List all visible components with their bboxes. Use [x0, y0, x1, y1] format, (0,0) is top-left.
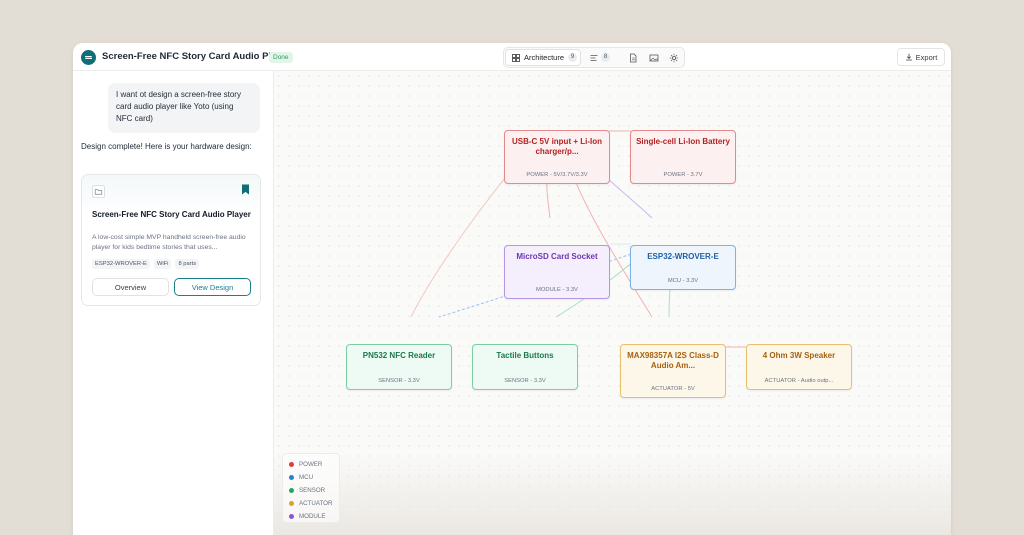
- tag: 8 parts: [175, 259, 200, 269]
- tag-row: ESP32-WROVER-E WiFi 8 parts: [92, 259, 200, 269]
- legend-dot: [289, 501, 294, 506]
- export-label: Export: [915, 52, 938, 62]
- node-title: Single-cell Li-Ion Battery: [636, 137, 730, 146]
- legend-label: ACTUATOR: [299, 500, 333, 507]
- legend-item: SENSOR: [289, 484, 333, 497]
- node-audio-amp[interactable]: MAX98357A I2S Class-D Audio Am... ACTUAT…: [620, 344, 726, 398]
- assistant-message: Design complete! Here is your hardware d…: [81, 142, 252, 151]
- node-subtitle: SENSOR - 3.3V: [504, 378, 546, 384]
- node-subtitle: POWER - 3.7V: [663, 172, 703, 178]
- connection-lines: [410, 130, 746, 348]
- status-badge: Done: [269, 52, 293, 63]
- legend-dot: [289, 475, 294, 480]
- node-battery[interactable]: Single-cell Li-Ion Battery POWER - 3.7V: [630, 130, 736, 184]
- node-pn532-nfc[interactable]: PN532 NFC Reader SENSOR - 3.3V: [346, 344, 452, 390]
- parts-count: 8: [601, 53, 610, 62]
- node-microsd-socket[interactable]: MicroSD Card Socket MODULE - 3.3V: [504, 245, 610, 299]
- project-title: Screen-Free NFC Story Card Audio Player: [102, 51, 291, 62]
- legend-label: MODULE: [299, 513, 326, 520]
- category-legend: POWER MCU SENSOR ACTUATOR MODULE: [282, 453, 340, 523]
- node-subtitle: SENSOR - 3.3V: [378, 378, 420, 384]
- architecture-count: 9: [568, 53, 578, 62]
- legend-dot: [289, 488, 294, 493]
- node-subtitle: POWER - 5V/3.7V/3.3V: [526, 172, 588, 178]
- legend-label: MCU: [299, 474, 314, 481]
- image-icon[interactable]: [649, 53, 659, 63]
- node-title: 4 Ohm 3W Speaker: [762, 351, 836, 360]
- node-speaker[interactable]: 4 Ohm 3W Speaker ACTUATOR - Audio outp..…: [746, 344, 852, 390]
- user-message: I want ot design a screen-free story car…: [108, 83, 260, 133]
- legend-label: POWER: [299, 461, 323, 468]
- legend-label: SENSOR: [299, 487, 326, 494]
- node-subtitle: ACTUATOR - 5V: [651, 386, 695, 392]
- node-title: ESP32-WROVER-E: [647, 252, 719, 261]
- legend-item: POWER: [289, 458, 333, 471]
- document-icon[interactable]: [628, 53, 638, 63]
- design-card[interactable]: Screen-Free NFC Story Card Audio Player …: [81, 174, 261, 306]
- folder-icon: [92, 185, 105, 198]
- tag: ESP32-WROVER-E: [92, 259, 150, 269]
- settings-icon[interactable]: [669, 53, 679, 63]
- legend-item: MCU: [289, 471, 333, 484]
- tab-architecture-label: Architecture: [524, 53, 565, 62]
- grid-icon: [512, 53, 520, 62]
- node-subtitle: MODULE - 3.3V: [536, 287, 578, 293]
- card-header-tint: [82, 175, 260, 215]
- export-button[interactable]: Export: [897, 48, 945, 66]
- tag: WiFi: [153, 259, 172, 269]
- legend-dot: [289, 462, 294, 467]
- legend-item: MODULE: [289, 510, 333, 523]
- node-esp32[interactable]: ESP32-WROVER-E MCU - 3.3V: [630, 245, 736, 290]
- card-title: Screen-Free NFC Story Card Audio Player: [92, 210, 251, 219]
- top-bar: Screen-Free NFC Story Card Audio Player …: [73, 43, 951, 71]
- node-title: MicroSD Card Socket: [516, 252, 598, 261]
- app-window: Screen-Free NFC Story Card Audio Player …: [73, 43, 951, 535]
- node-title: PN532 NFC Reader: [362, 351, 436, 360]
- card-description: A low-cost simple MVP handheld screen-fr…: [92, 234, 246, 251]
- node-title: MAX98357A I2S Class-D Audio Am...: [627, 351, 719, 370]
- app-logo-icon[interactable]: [81, 50, 96, 65]
- view-design-button[interactable]: View Design: [174, 278, 251, 296]
- tab-architecture[interactable]: Architecture 9: [505, 49, 581, 66]
- node-usbc-charger[interactable]: USB-C 5V input + Li-Ion charger/p... POW…: [504, 130, 610, 184]
- download-icon: [905, 53, 912, 61]
- architecture-canvas[interactable]: USB-C 5V input + Li-Ion charger/p... POW…: [273, 71, 951, 535]
- edge-usbc-pn532: [410, 156, 523, 318]
- list-icon: [590, 54, 598, 61]
- chat-panel: I want ot design a screen-free story car…: [73, 71, 273, 535]
- legend-dot: [289, 514, 294, 519]
- legend-item: ACTUATOR: [289, 497, 333, 510]
- node-title: USB-C 5V input + Li-Ion charger/p...: [512, 137, 602, 156]
- overview-button[interactable]: Overview: [92, 278, 169, 296]
- node-tactile-buttons[interactable]: Tactile Buttons SENSOR - 3.3V: [472, 344, 578, 390]
- bookmark-icon[interactable]: [241, 184, 250, 195]
- view-switcher: Architecture 9 8: [503, 47, 685, 68]
- node-subtitle: MCU - 3.3V: [667, 278, 699, 284]
- node-subtitle: ACTUATOR - Audio outp...: [764, 378, 834, 384]
- node-title: Tactile Buttons: [496, 351, 554, 360]
- tab-parts-list[interactable]: 8: [590, 53, 610, 62]
